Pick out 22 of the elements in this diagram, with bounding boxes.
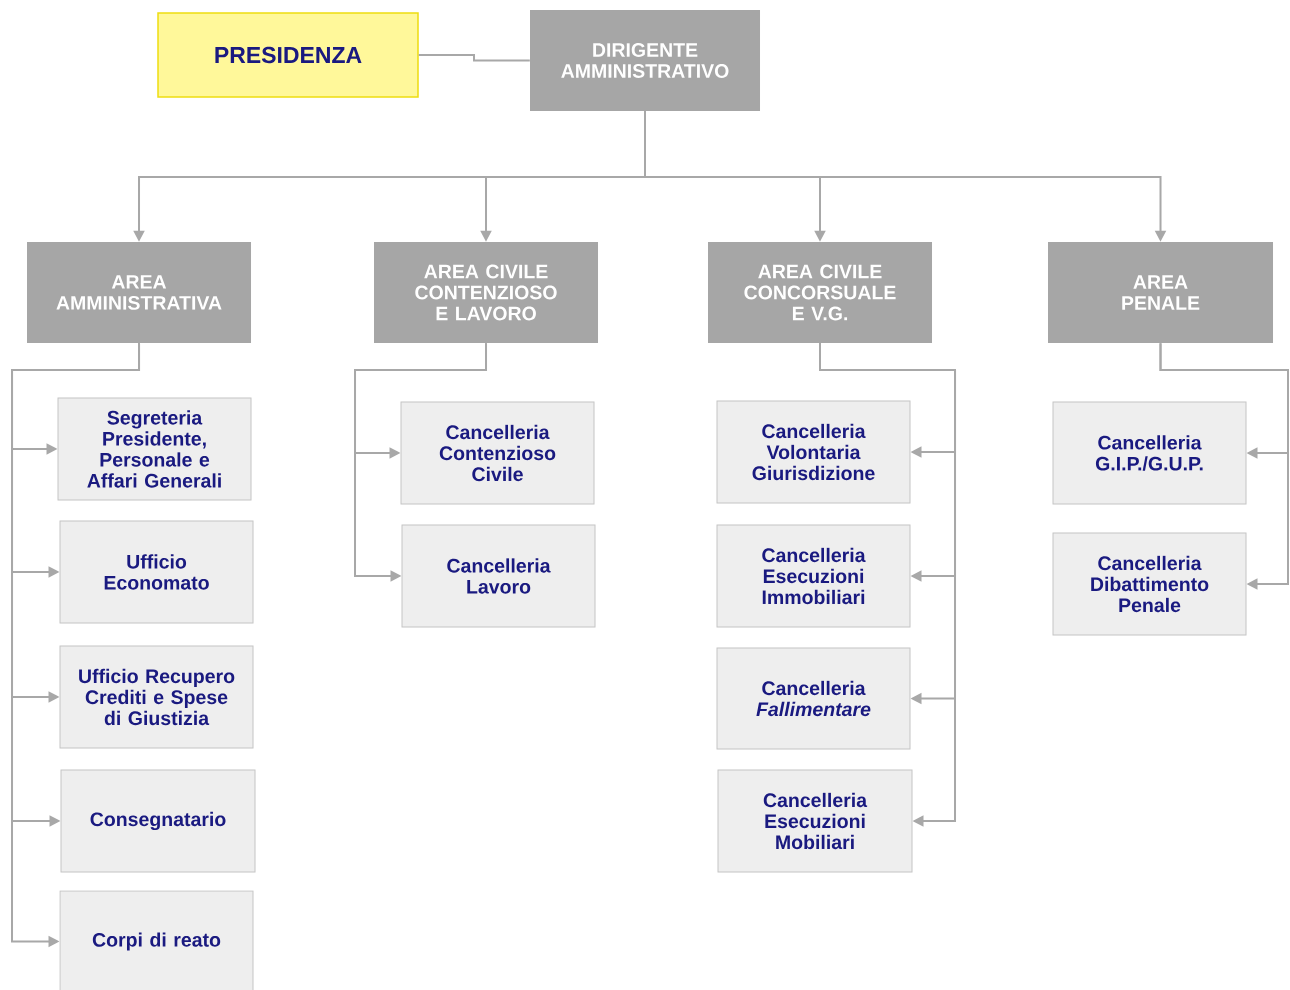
office-box: Cancelleria Lavoro [401, 524, 596, 628]
department-box: AREA CIVILE CONTENZIOSO E LAVORO [374, 242, 598, 343]
connector-arrow [819, 342, 956, 827]
office-box: Cancelleria Fallimentare [716, 647, 911, 750]
department-box: AREA CIVILE CONCORSUALE E V.G. [708, 242, 932, 343]
office-box: Cancelleria Volontaria Giurisdizione [716, 400, 911, 504]
connector-arrow [354, 342, 487, 582]
office-box: Cancelleria Esecuzioni Mobiliari [717, 769, 913, 873]
department-box: DIRIGENTE AMMINISTRATIVO [530, 10, 760, 111]
office-box: Segreteria Presidente, Personale e Affari Generali [57, 397, 252, 501]
office-box: Ufficio Recupero Crediti e Spese di Giustizia [59, 645, 254, 749]
department-box: AREA AMMINISTRATIVA [27, 242, 251, 343]
office-box: Cancelleria Dibattimento Penale [1052, 532, 1247, 636]
connector-arrow [1159, 342, 1289, 590]
office-box: Consegnatario [60, 769, 256, 873]
office-box: Ufficio Economato [59, 520, 254, 624]
department-box: AREA PENALE [1048, 242, 1273, 343]
presidency-box: PRESIDENZA [157, 12, 419, 98]
office-box: Cancelleria Esecuzioni Immobiliari [716, 524, 911, 628]
office-box: Cancelleria Contenzioso Civile [400, 401, 595, 505]
office-box: Cancelleria G.I.P./G.U.P. [1052, 401, 1247, 505]
office-box: Corpi di reato [59, 890, 254, 990]
